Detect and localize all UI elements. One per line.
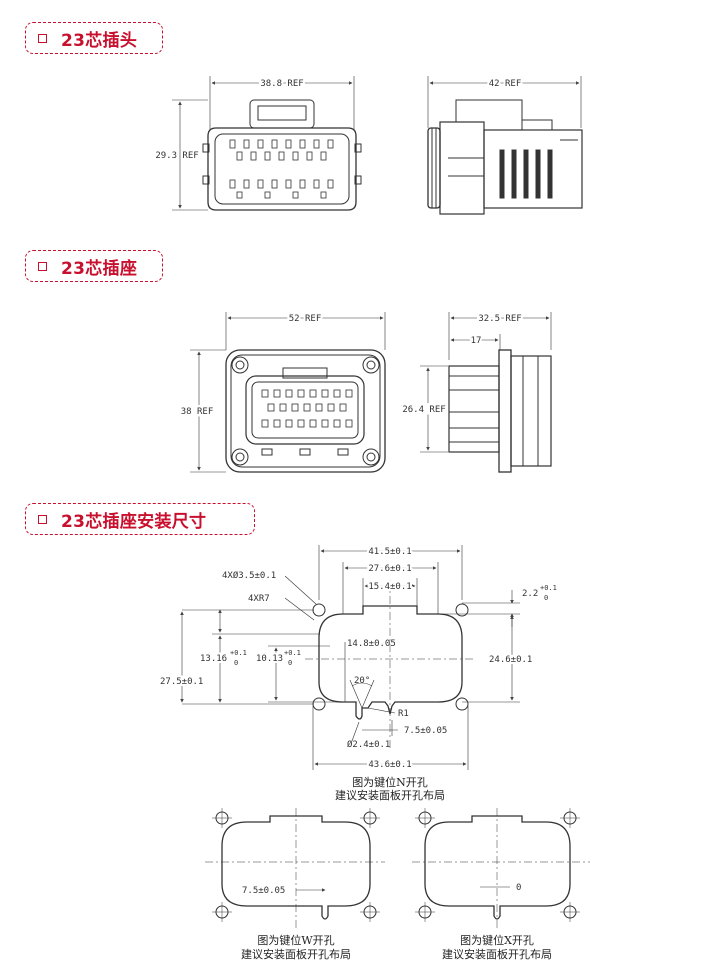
plug-height-dim: 29.3 REF	[155, 151, 198, 161]
socket-front-view	[190, 312, 386, 473]
r1-dim: R1	[398, 709, 409, 719]
section-header-plug: 23芯插头	[25, 22, 163, 54]
dim-2-4: Ø2.4±0.1	[347, 739, 390, 750]
dim-10-13-tol-dn: 0	[288, 659, 292, 667]
mounting-dimension-labels: 41.5±0.1 27.6±0.1 15.4±0.1 4XØ3.5±0.1 4X…	[158, 545, 557, 772]
dim-13-16-tol-up: +0.1	[230, 649, 247, 657]
dim-10-13-tol-up: +0.1	[284, 649, 301, 657]
socket-side-dim: 32.5 REF	[478, 314, 521, 324]
section-title: 23芯插座安装尺寸	[61, 511, 207, 532]
caption-x-line1: 图为键位X开孔	[460, 933, 534, 947]
square-bullet-icon	[38, 33, 47, 43]
cutout-variant-x	[412, 808, 590, 930]
socket-side-height-dim: 26.4 REF	[402, 405, 445, 415]
dim-13-16-tol-dn: 0	[234, 659, 238, 667]
dim-15-4: 15.4±0.1	[368, 582, 411, 592]
caption-n-line2: 建议安装面板开孔布局	[335, 788, 445, 802]
dim-10-13: 10.13	[256, 654, 283, 664]
dim-14-8: 14.8±0.05	[347, 639, 396, 649]
hole-diameter-dim: 4XØ3.5±0.1	[222, 570, 276, 581]
socket-side-small-dim: 17	[471, 336, 482, 346]
caption-n-line1: 图为键位N开孔	[352, 775, 428, 789]
plug-side-dim: 42 REF	[489, 79, 522, 89]
section-header-socket: 23芯插座	[25, 250, 163, 282]
corner-radius-dim: 4XR7	[248, 594, 270, 604]
cutout-variant-w	[205, 808, 385, 930]
square-bullet-icon	[38, 514, 47, 524]
plug-width-dim: 38.8 REF	[260, 79, 303, 89]
section-title: 23芯插头	[61, 30, 138, 51]
square-bullet-icon	[38, 261, 47, 271]
section-title: 23芯插座	[61, 258, 138, 279]
w-dim: 7.5±0.05	[242, 886, 285, 896]
x-dim: 0	[516, 883, 521, 893]
plug-front-view	[172, 76, 362, 211]
dim-2-2-tol-dn: 0	[544, 594, 548, 602]
socket-side-view	[420, 312, 552, 473]
dim-24-6: 24.6±0.1	[489, 655, 532, 665]
socket-height-dim: 38 REF	[181, 407, 214, 417]
socket-width-dim: 52 REF	[289, 314, 322, 324]
dim-2-2-tol-up: +0.1	[540, 584, 557, 592]
dim-43-6: 43.6±0.1	[368, 760, 411, 770]
mounting-cutout-n	[180, 545, 520, 770]
dim-27-5: 27.5±0.1	[160, 677, 203, 687]
dim-41-5: 41.5±0.1	[368, 547, 411, 557]
caption-x-line2: 建议安装面板开孔布局	[442, 947, 552, 961]
plug-side-view	[427, 76, 583, 215]
angle-dim: 20°	[354, 676, 370, 686]
section-header-mounting: 23芯插座安装尺寸	[25, 503, 255, 535]
dim-13-16: 13.16	[200, 654, 227, 664]
dim-27-6: 27.6±0.1	[368, 564, 411, 574]
dim-7-5: 7.5±0.05	[404, 726, 447, 736]
caption-w-line2: 建议安装面板开孔布局	[241, 947, 351, 961]
dim-2-2: 2.2	[522, 589, 538, 599]
caption-w-line1: 图为键位W开孔	[257, 933, 334, 947]
